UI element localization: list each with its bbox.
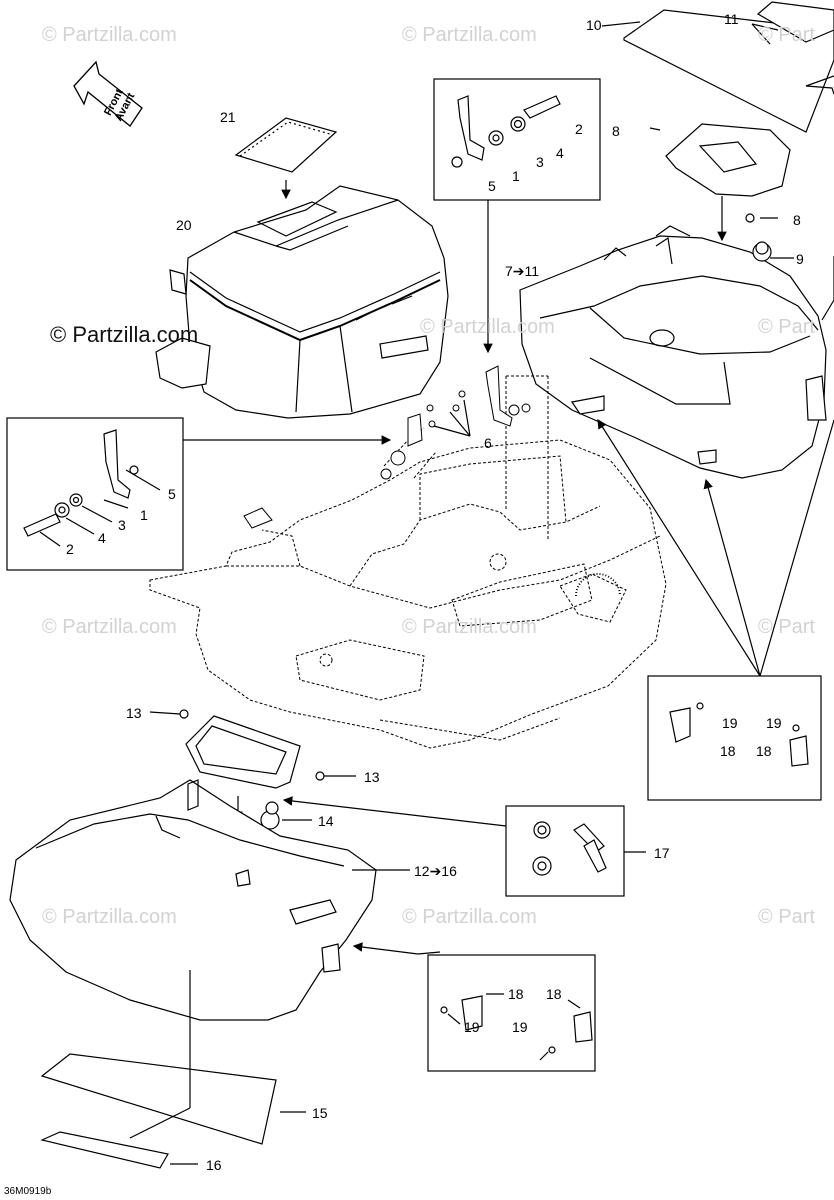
watermark: © Partzilla.com xyxy=(42,906,177,928)
callout-3: 3 xyxy=(536,154,544,170)
watermark: © Partzilla.com xyxy=(42,616,177,638)
watermark: © Partzilla.com xyxy=(402,906,537,928)
callout-9: 9 xyxy=(796,251,804,267)
callout-18: 18 xyxy=(546,986,562,1002)
detail-box-17 xyxy=(505,805,625,897)
mounting-brackets xyxy=(243,365,531,529)
part-10-sticker xyxy=(623,9,834,133)
part-15-sticker xyxy=(40,1053,277,1145)
callout-6: 6 xyxy=(484,435,492,451)
detail-box-clips-right xyxy=(647,675,822,801)
callout-18: 18 xyxy=(756,743,772,759)
callout-13: 13 xyxy=(364,769,380,785)
callout-10: 10 xyxy=(586,17,602,33)
part-21-sticker xyxy=(234,117,338,173)
watermark: © Part xyxy=(758,906,815,928)
callout-5: 5 xyxy=(168,486,176,502)
callout-4: 4 xyxy=(98,530,106,546)
diagram-reference-code: 36M0919b xyxy=(4,1186,52,1197)
callout-5: 5 xyxy=(488,178,496,194)
watermark: © Part xyxy=(758,316,815,338)
part-11-sticker xyxy=(756,1,834,43)
callout-19: 19 xyxy=(512,1019,528,1035)
callout-2: 2 xyxy=(66,541,74,557)
callout-18: 18 xyxy=(720,743,736,759)
part-13-bracket xyxy=(179,709,325,789)
detail-box-clips-bottom xyxy=(427,954,596,1072)
callout-1: 1 xyxy=(140,507,148,523)
front-arrow-icon xyxy=(73,60,143,127)
watermark: © Partzilla.com xyxy=(420,316,555,338)
callout-8: 8 xyxy=(793,212,801,228)
watermark: © Part xyxy=(758,616,815,638)
callout-18: 18 xyxy=(508,986,524,1002)
vehicle-frame xyxy=(149,375,667,749)
callout-3: 3 xyxy=(118,517,126,533)
callout-7-to-11: 7➔11 xyxy=(505,263,540,279)
callout-17: 17 xyxy=(654,845,670,861)
callout-21: 21 xyxy=(220,109,236,125)
callout-19: 19 xyxy=(766,715,782,731)
watermark-primary: © Partzilla.com xyxy=(50,322,199,347)
part-20-top-case xyxy=(155,185,449,419)
watermark: © Partzilla.com xyxy=(42,24,177,46)
callout-20: 20 xyxy=(176,217,192,233)
part-7-11-side-case xyxy=(519,123,827,479)
watermark: © Part xyxy=(758,24,815,46)
callout-14: 14 xyxy=(318,813,334,829)
callout-8: 8 xyxy=(612,123,620,139)
callout-15: 15 xyxy=(312,1105,328,1121)
watermark: © Partzilla.com xyxy=(402,24,537,46)
callout-4: 4 xyxy=(556,145,564,161)
watermark: © Partzilla.com xyxy=(402,616,537,638)
detail-box-top xyxy=(433,78,601,201)
callout-1: 1 xyxy=(512,168,520,184)
callout-2: 2 xyxy=(575,121,583,137)
callout-13: 13 xyxy=(126,705,142,721)
detail-box-left xyxy=(6,417,184,571)
callout-16: 16 xyxy=(206,1157,222,1173)
callout-12-to-16: 12➔16 xyxy=(414,863,457,879)
callout-19: 19 xyxy=(722,715,738,731)
callout-11: 11 xyxy=(724,11,739,27)
part-12-16-side-case xyxy=(9,779,377,1021)
part-16-sticker xyxy=(40,1131,169,1169)
callout-19: 19 xyxy=(464,1019,480,1035)
